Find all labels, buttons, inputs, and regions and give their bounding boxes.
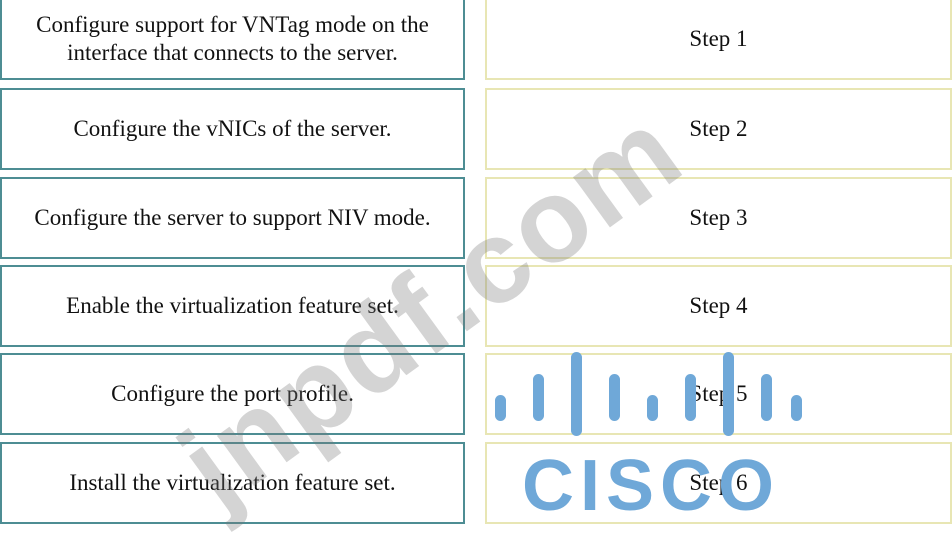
step-label: Step 4 — [689, 293, 748, 318]
step-target[interactable]: Step 2 — [485, 88, 952, 170]
action-label: Configure the port profile. — [111, 381, 354, 406]
action-label: Install the virtualization feature set. — [69, 470, 396, 495]
step-target[interactable]: Step 3 — [485, 177, 952, 259]
action-item[interactable]: Configure support for VNTag mode on the … — [0, 0, 465, 80]
action-item[interactable]: Configure the port profile. — [0, 353, 465, 435]
step-label: Step 3 — [689, 205, 748, 230]
step-target[interactable]: Step 4 — [485, 265, 952, 347]
action-label: Configure the server to support NIV mode… — [34, 205, 431, 230]
action-item[interactable]: Enable the virtualization feature set. — [0, 265, 465, 347]
action-item[interactable]: Configure the vNICs of the server. — [0, 88, 465, 170]
step-label: Step 6 — [689, 470, 748, 495]
action-label: Enable the virtualization feature set. — [66, 293, 399, 318]
action-item[interactable]: Configure the server to support NIV mode… — [0, 177, 465, 259]
step-target[interactable]: Step 1 — [485, 0, 952, 80]
step-label: Step 5 — [689, 381, 748, 406]
step-label: Step 1 — [689, 26, 748, 51]
step-target[interactable]: Step 6 — [485, 442, 952, 524]
step-label: Step 2 — [689, 116, 748, 141]
action-label: Configure support for VNTag mode on the … — [36, 12, 429, 65]
action-label: Configure the vNICs of the server. — [73, 116, 392, 141]
step-target[interactable]: Step 5 — [485, 353, 952, 435]
action-item[interactable]: Install the virtualization feature set. — [0, 442, 465, 524]
